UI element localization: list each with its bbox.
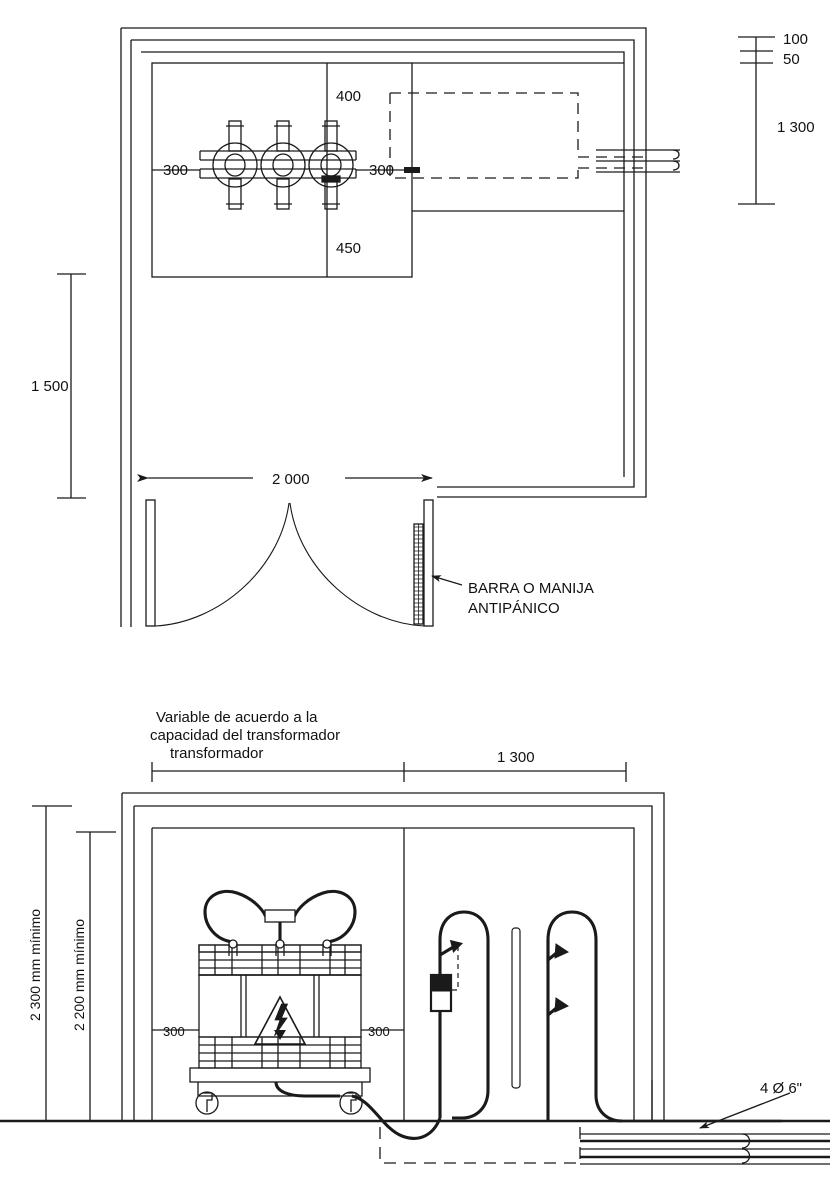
conduit-label: 4 Ø 6" bbox=[760, 1080, 802, 1097]
plan-dim-right-300: 300 bbox=[369, 162, 394, 179]
vertical-tube bbox=[511, 927, 521, 1089]
underground-conduits bbox=[580, 1119, 830, 1165]
transformer-bushing-tops bbox=[228, 939, 332, 956]
panic-bar-label-line1: BARRA O MANIJA bbox=[468, 580, 594, 597]
riser-cable-two bbox=[546, 910, 623, 1123]
riser-cable-one-switch bbox=[438, 939, 464, 975]
transformer-top-laminations bbox=[198, 944, 362, 976]
transformer-hv-terminal-block bbox=[264, 909, 296, 923]
plan-dim-left-300: 300 bbox=[163, 162, 188, 179]
plan-scale-tick-100: 100 bbox=[783, 31, 808, 48]
elevation-dim-left-300: 300 bbox=[163, 1024, 185, 1039]
fuse-holder bbox=[429, 973, 453, 1013]
plan-dim-450: 450 bbox=[336, 240, 361, 257]
riser-cable-two-arrow-1 bbox=[554, 943, 570, 959]
plan-bushing-assembly bbox=[199, 120, 357, 210]
elevation-top-dimension bbox=[151, 762, 627, 782]
high-voltage-hazard-icon bbox=[253, 995, 307, 1045]
underground-trench bbox=[379, 1127, 581, 1164]
elevation-dim-2300: 2 300 mm mínimo bbox=[27, 909, 43, 1021]
elevation-note-line3: transformador bbox=[170, 745, 263, 762]
riser-cable-one bbox=[438, 910, 490, 1120]
bushing-1 bbox=[212, 120, 258, 210]
elevation-enclosure-walls bbox=[121, 792, 665, 1121]
bushing-2 bbox=[260, 120, 306, 210]
elevation-dim-2200: 2 200 mm mínimo bbox=[71, 919, 87, 1031]
plan-cable-exits bbox=[596, 149, 680, 173]
elevation-height-dimensions bbox=[32, 805, 116, 1121]
transformer-bottom-laminations bbox=[198, 1036, 362, 1069]
plan-panic-bar-hatch bbox=[414, 524, 423, 624]
plan-left-dimension bbox=[57, 273, 86, 499]
conduit-leader bbox=[699, 1092, 791, 1129]
transformer-wheel-right bbox=[339, 1091, 363, 1115]
bushing-3 bbox=[308, 120, 354, 210]
transformer-wheel-left bbox=[195, 1091, 219, 1115]
elevation-dim-1300: 1 300 bbox=[497, 749, 535, 766]
plan-door-leaves bbox=[145, 499, 434, 627]
plan-panic-bar-leader bbox=[431, 575, 463, 586]
plan-dim-1500: 1 500 bbox=[31, 378, 69, 395]
plan-dim-400: 400 bbox=[336, 88, 361, 105]
plan-transformer-footprint bbox=[389, 92, 648, 179]
plan-door-swing-arcs bbox=[154, 502, 425, 627]
panic-bar-label-line2: ANTIPÁNICO bbox=[468, 600, 560, 617]
plan-scale-overall-1300: 1 300 bbox=[777, 119, 815, 136]
transformer-unit bbox=[189, 944, 371, 1115]
plan-enclosure-walls bbox=[120, 27, 647, 627]
plan-dim-2000: 2 000 bbox=[272, 471, 310, 488]
elevation-note-line2: capacidad del transformador bbox=[150, 727, 340, 744]
plan-dimension-leaders bbox=[152, 167, 420, 173]
transformer-ground-cable bbox=[274, 1081, 442, 1140]
fuse-dashed-link bbox=[451, 946, 459, 991]
plan-right-scale bbox=[738, 36, 775, 205]
elevation-note-line1: Variable de acuerdo a la bbox=[156, 709, 318, 726]
riser-cable-two-arrow-2 bbox=[554, 997, 570, 1013]
plan-scale-tick-50: 50 bbox=[783, 51, 800, 68]
elevation-dim-right-300: 300 bbox=[368, 1024, 390, 1039]
